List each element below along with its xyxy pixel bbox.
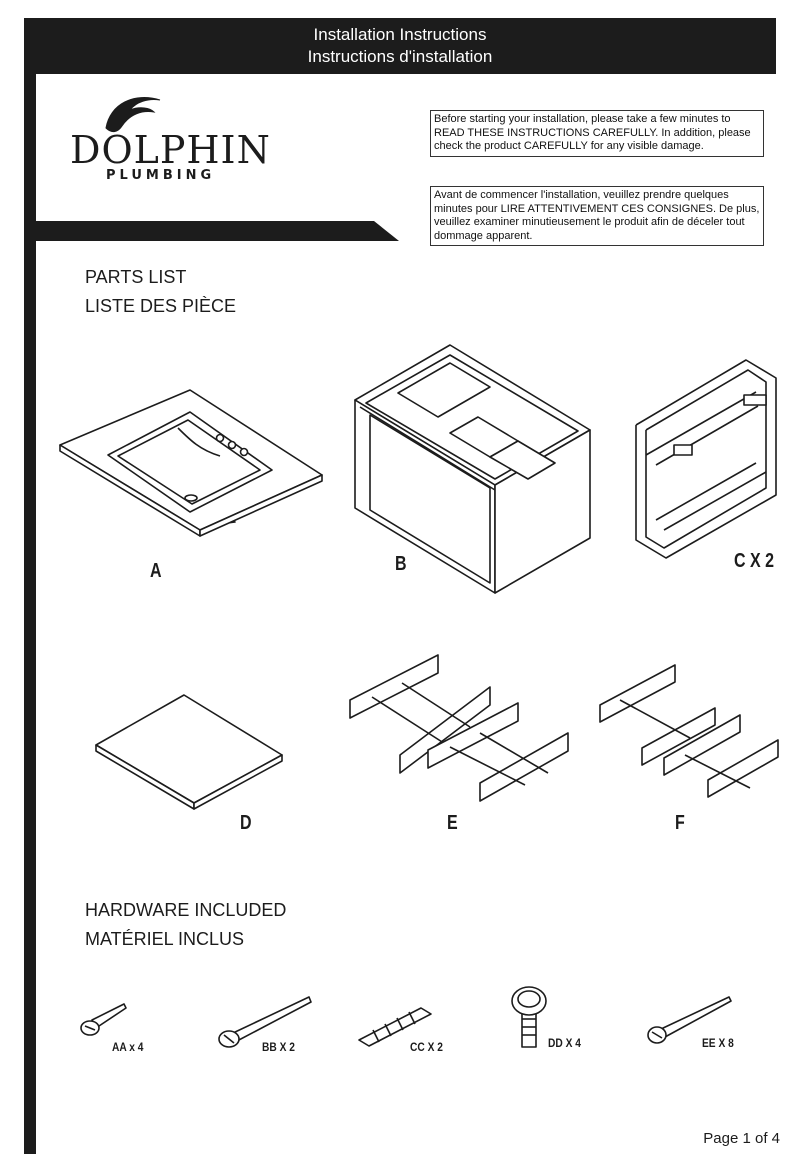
long-screw-icon — [218, 996, 312, 1048]
hardware-label-bb: BB X 2 — [262, 1040, 295, 1054]
brand-subtitle: PLUMBING — [106, 168, 216, 183]
hardware-title-en: HARDWARE INCLUDED — [85, 900, 287, 920]
vanity-top-sink-icon — [59, 389, 323, 537]
notice-french: Avant de commencer l'installation, veuil… — [430, 186, 764, 246]
large-drawer-divider-icon — [349, 654, 569, 802]
hardware-label-dd: DD X 4 — [548, 1036, 581, 1050]
part-label-f: F — [675, 812, 685, 834]
part-label-b: B — [395, 553, 407, 575]
dolphin-icon — [105, 97, 161, 133]
parts-title-en: PARTS LIST — [85, 267, 187, 287]
parts-title-fr: LISTE DES PIÈCE — [85, 296, 237, 316]
part-label-e: E — [447, 812, 458, 834]
section-divider — [24, 221, 399, 241]
hardware-included-title: HARDWARE INCLUDED MATÉRIEL INCLUS — [85, 896, 286, 954]
notice-english: Before starting your installation, pleas… — [430, 110, 764, 157]
small-drawer-divider-icon — [599, 664, 779, 798]
hardware-label-aa: AA x 4 — [112, 1040, 144, 1054]
part-label-d: D — [240, 812, 252, 834]
cabinet-drawer-icon — [354, 344, 591, 594]
parts-list-title: PARTS LIST LISTE DES PIÈCE — [85, 263, 236, 321]
short-screw-icon — [80, 1003, 127, 1036]
hardware-label-cc: CC X 2 — [410, 1040, 443, 1054]
left-margin-bar — [24, 18, 36, 1154]
header-title-en: Installation Instructions — [313, 25, 487, 44]
page-number: Page 1 of 4 — [703, 1130, 780, 1147]
hardware-title-fr: MATÉRIEL INCLUS — [85, 929, 245, 949]
leveling-bolt-icon — [511, 986, 547, 1048]
part-label-a: A — [150, 560, 162, 582]
header-title-fr: Instructions d'installation — [307, 47, 493, 66]
wall-anchor-icon — [358, 1007, 432, 1047]
shelf-panel-icon — [95, 694, 283, 810]
header-banner: Installation Instructions Instructions d… — [24, 18, 776, 74]
brand-logo: DOLPHIN PLUMBING — [70, 90, 280, 190]
support-frame-icon — [635, 359, 777, 559]
brand-name: DOLPHIN — [70, 128, 271, 172]
hardware-label-ee: EE X 8 — [702, 1036, 734, 1050]
wood-screw-icon — [647, 996, 732, 1044]
part-label-c: C X 2 — [734, 550, 775, 572]
